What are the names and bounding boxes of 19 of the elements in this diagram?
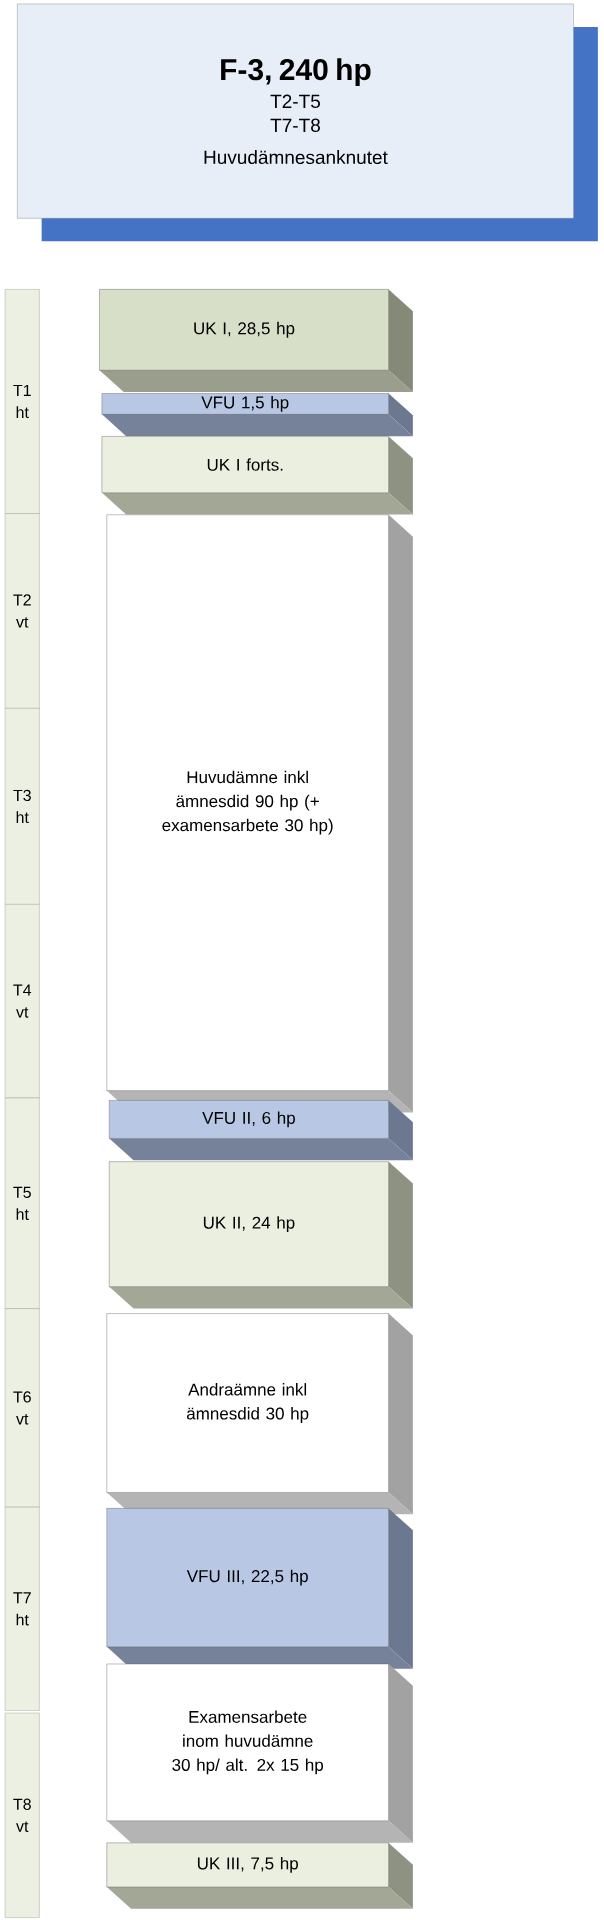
course-block: VFU II, 6 hp xyxy=(109,1100,413,1161)
course-block: UK II, 24 hp xyxy=(109,1161,413,1309)
course-block: UK I, 28,5 hp xyxy=(99,289,413,393)
course-block: UK I forts. xyxy=(101,436,413,515)
semester-box: T5 ht xyxy=(4,1097,40,1309)
semester-box: T3 ht xyxy=(4,708,40,905)
semester-box: T1 ht xyxy=(4,289,40,514)
title-box: F-3, 240 hp T2-T5 T7-T8 Huvudämnesanknutet xyxy=(17,3,598,242)
semester-box: T6 vt xyxy=(4,1308,40,1508)
semester-box: T4 vt xyxy=(4,904,40,1099)
course-block: Andraämne inkl ämnesdid 30 hp xyxy=(106,1313,413,1515)
semester-box: T7 ht xyxy=(4,1506,40,1711)
course-block: UK III, 7,5 hp xyxy=(106,1842,413,1909)
semester-box: T2 vt xyxy=(4,513,40,709)
course-block: Examensarbete inom huvudämne 30 hp/ alt. 2x 15 hp xyxy=(106,1663,413,1843)
course-block: VFU III, 22,5 hp xyxy=(106,1508,413,1669)
node-label: VFU 1,5 hp xyxy=(201,395,289,412)
semester-box: T8 vt xyxy=(4,1712,40,1918)
course-block: VFU 1,5 hp xyxy=(101,393,413,437)
